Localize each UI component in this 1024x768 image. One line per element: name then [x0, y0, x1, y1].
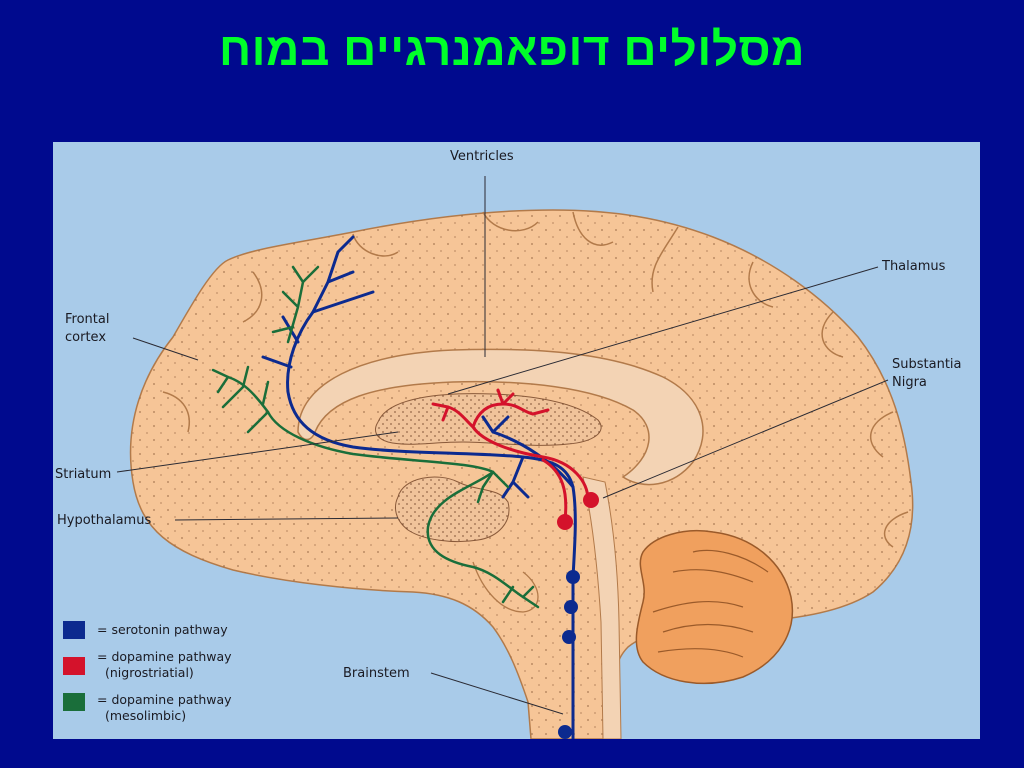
legend-swatch-mesolimbic	[63, 693, 85, 711]
label-leaders	[116, 176, 889, 715]
legend-nigrostriatal-label: = dopamine pathway	[97, 649, 232, 664]
legend-serotonin-label: = serotonin pathway	[97, 622, 228, 637]
serotonin-pathway	[261, 235, 577, 739]
leader-hypothalamus	[174, 517, 399, 521]
cerebellum	[635, 530, 793, 685]
legend-swatch-nigrostriatal	[63, 657, 85, 675]
label-frontal-cortex-line2: cortex	[65, 330, 106, 345]
leader-brainstem	[430, 672, 564, 715]
label-substantia-nigra-line1: Substantia	[892, 357, 962, 372]
leader-striatum	[116, 431, 399, 473]
legend-mesolimbic-sublabel: (mesolimbic)	[105, 708, 186, 723]
leader-thalamus	[447, 266, 879, 395]
label-brainstem: Brainstem	[343, 666, 410, 681]
legend: = serotonin pathway = dopamine pathway (…	[63, 621, 232, 723]
substantia-nigra-nuclei	[557, 492, 599, 530]
label-hypothalamus: Hypothalamus	[57, 513, 151, 528]
label-frontal-cortex-line1: Frontal	[65, 312, 109, 327]
legend-swatch-serotonin	[63, 621, 85, 639]
leader-substantia-nigra	[602, 379, 889, 499]
striatum-region	[375, 393, 602, 446]
legend-nigrostriatal-sublabel: (nigrostriatial)	[105, 665, 194, 680]
label-striatum: Striatum	[55, 467, 111, 482]
label-thalamus: Thalamus	[881, 259, 946, 274]
brain-cortex	[129, 209, 914, 739]
slide-title: מסלולים דופאמנרגיים במוח	[218, 23, 806, 75]
dopamine-mesolimbic-pathway	[211, 265, 540, 609]
label-ventricles: Ventricles	[450, 149, 514, 164]
legend-mesolimbic-label: = dopamine pathway	[97, 692, 232, 707]
serotonin-nuclei	[558, 570, 580, 739]
leader-frontal-cortex	[132, 337, 199, 361]
brain-diagram: Ventricles Thalamus Frontal cortex Subst…	[55, 149, 962, 739]
brain-diagram-panel: Ventricles Thalamus Frontal cortex Subst…	[53, 142, 980, 739]
dopamine-nigrostriatal-pathway	[431, 388, 590, 522]
label-substantia-nigra-line2: Nigra	[892, 375, 927, 390]
corpus-callosum	[297, 348, 704, 486]
